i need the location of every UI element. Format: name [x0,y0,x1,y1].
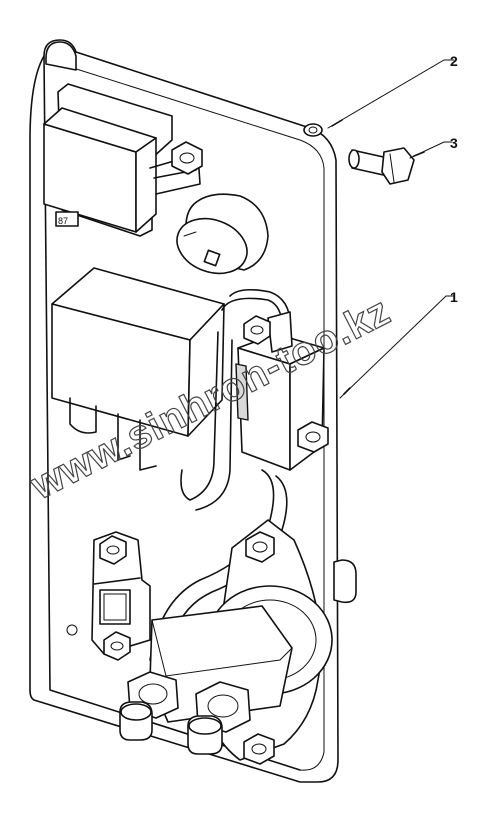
small-relay [43,83,201,237]
hex-nut [171,141,203,175]
stamp-text: 87 [58,216,68,226]
callout-3-label: 3 [450,135,458,151]
flange-nut [245,531,275,563]
terminal-stamp: 87 [55,211,79,227]
socket-connector [176,193,269,275]
module-nut-bottom [297,421,329,453]
leader-lines [327,59,455,399]
clamp-nut-top [99,535,127,565]
bolt-part-3 [348,147,415,185]
threaded-stud-right [187,681,251,755]
threaded-stud-left [119,671,179,741]
plate-nut-bottom [243,733,275,765]
module-nut-top [243,315,271,345]
washer-part-2 [303,123,323,137]
callout-1-label: 1 [450,289,458,305]
cable-clamp [91,531,151,655]
plate-hole [66,624,78,636]
callout-2-label: 2 [450,53,458,69]
clamp-nut-bottom [103,631,131,661]
